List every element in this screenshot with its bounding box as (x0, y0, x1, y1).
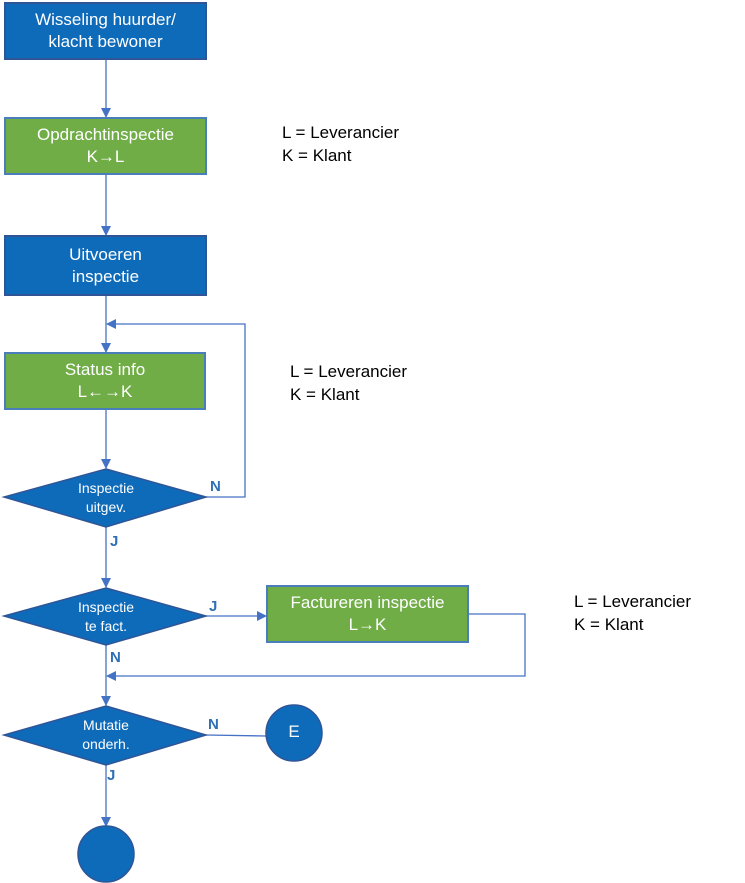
decision-inspectie-fact-text: Inspectie te fact. (56, 597, 156, 637)
process-factureren-line1: Factureren inspectie (290, 593, 445, 612)
process-status-line2: L←→K (77, 382, 133, 401)
branch-label-fact-yes: J (209, 598, 218, 615)
branch-label-uitgev-yes: J (110, 533, 119, 550)
legend-opdracht: L = Leverancier K = Klant (282, 121, 399, 167)
process-wisseling: Wisseling huurder/ klacht bewoner (4, 2, 207, 60)
process-status-line1: Status info (64, 360, 146, 379)
decision-inspectie-uitgev-text: Inspectie uitgev. (56, 478, 156, 518)
legend-opdracht-line2: K = Klant (282, 146, 352, 165)
legend-factureren-line2: K = Klant (574, 615, 644, 634)
connector-mutatie-no (205, 734, 267, 737)
end-circle-e-label: E (288, 722, 300, 741)
legend-status-line2: K = Klant (290, 385, 360, 404)
decision-uitgev-line2: uitgev. (85, 499, 127, 515)
decision-fact-line2: te fact. (84, 618, 128, 634)
process-opdrachtinspectie-line2: K→L (86, 147, 125, 166)
decision-mutatie-line1: Mutatie (83, 717, 129, 733)
legend-factureren-line1: L = Leverancier (574, 592, 692, 611)
decision-inspectie-fact (1, 587, 209, 646)
process-uitvoeren-line1: Uitvoeren (69, 244, 142, 264)
decision-uitgev-line1: Inspectie (77, 480, 135, 496)
process-factureren-inspectie: Factureren inspectie L→K (266, 585, 469, 643)
process-opdrachtinspectie: Opdrachtinspectie K→L (4, 117, 207, 175)
legend-opdracht-line1: L = Leverancier (282, 123, 400, 142)
connector-uitgev-no-loop (106, 319, 246, 498)
decision-mutatie-text: Mutatie onderh. (56, 715, 156, 755)
end-circle (77, 825, 135, 883)
decision-inspectie-uitgev (1, 468, 209, 528)
decision-mutatie (1, 705, 209, 766)
connector-factureren-return (106, 613, 526, 681)
end-circle-e (265, 704, 323, 762)
process-wisseling-line1: Wisseling huurder/ (35, 10, 176, 29)
legend-factureren: L = Leverancier K = Klant (574, 590, 691, 636)
process-uitvoeren-inspectie: Uitvoeren inspectie (4, 235, 207, 296)
branch-label-uitgev-no: N (210, 478, 221, 495)
branch-label-mutatie-no: N (208, 716, 219, 733)
branch-label-fact-no: N (110, 649, 121, 666)
decision-fact-line1: Inspectie (77, 599, 135, 615)
legend-status-line1: L = Leverancier (290, 362, 408, 381)
process-wisseling-line2: klacht bewoner (48, 32, 163, 51)
legend-status: L = Leverancier K = Klant (290, 360, 407, 406)
decision-mutatie-line2: onderh. (82, 736, 130, 752)
process-uitvoeren-line2: inspectie (71, 266, 140, 286)
process-factureren-line2: L→K (348, 615, 387, 634)
branch-label-mutatie-yes: J (107, 767, 116, 784)
process-status-info: Status info L←→K (4, 352, 206, 410)
process-opdrachtinspectie-line1: Opdrachtinspectie (36, 125, 175, 144)
